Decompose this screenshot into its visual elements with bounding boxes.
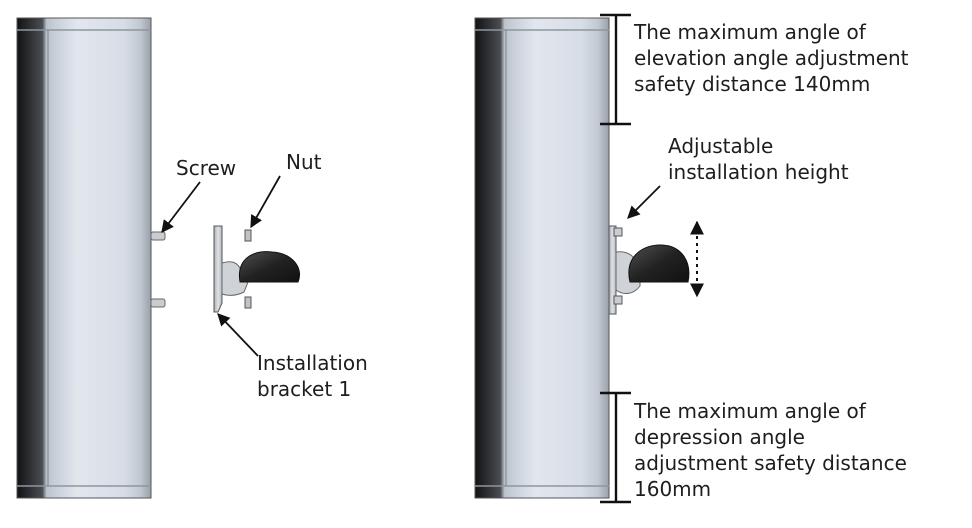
bracket-label: Installation bracket 1	[257, 351, 368, 401]
height-leader-line	[627, 185, 661, 219]
nut-top	[244, 229, 252, 242]
right-pole	[474, 17, 610, 499]
screw-leader-line	[161, 181, 201, 234]
left-pole	[16, 17, 152, 499]
nut-leader-line	[250, 175, 281, 229]
depression-distance-brace	[600, 391, 631, 504]
screw-label: Screw	[176, 156, 237, 180]
depression-distance-label: The maximum angle of depression angle ad…	[634, 399, 907, 501]
elevation-distance-brace	[600, 13, 631, 126]
right-dome	[628, 244, 690, 283]
left-bracket	[213, 225, 249, 313]
nut-bottom	[244, 296, 252, 309]
left-dome	[238, 251, 300, 283]
installation-height-label: Adjustable installation height	[668, 134, 849, 184]
nut-label: Nut	[286, 150, 322, 174]
bracket-leader-line	[217, 313, 259, 357]
elevation-distance-label: The maximum angle of elevation angle adj…	[634, 20, 909, 96]
screw-bottom	[150, 298, 166, 308]
screw-top	[150, 231, 166, 241]
